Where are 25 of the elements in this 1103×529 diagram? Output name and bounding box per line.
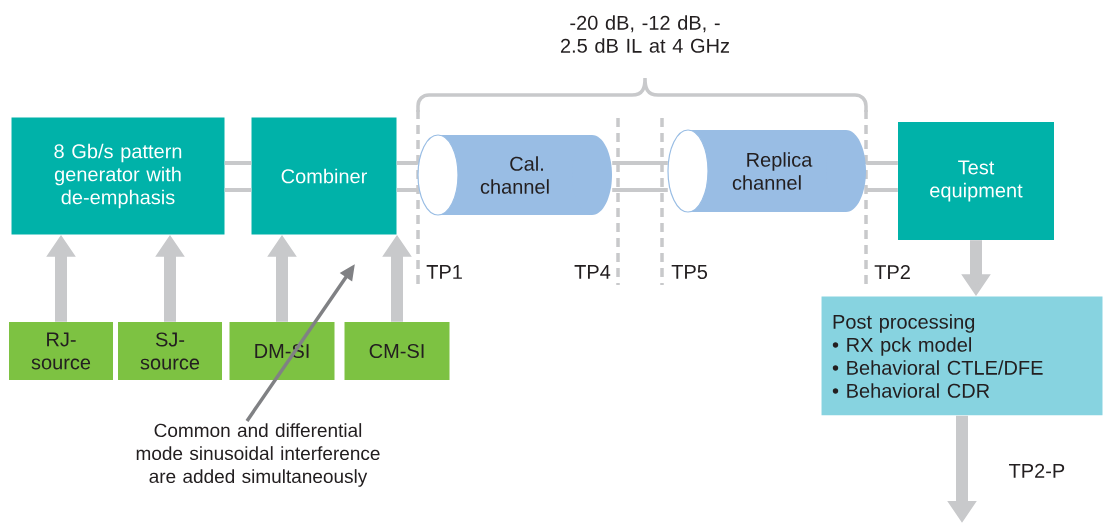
connection-line: [612, 188, 668, 192]
edge-label: TP2-P: [1009, 463, 1065, 478]
source-box: DM-SI: [229, 322, 335, 380]
test-point-label: TP2: [874, 265, 910, 279]
source-box: CM-SI: [344, 322, 450, 380]
connection-line: [224, 188, 252, 192]
combiner-box: Combiner: [251, 117, 397, 235]
source-box: SJ- source: [118, 322, 222, 380]
connection-line: [612, 161, 668, 165]
connection-line: [866, 161, 898, 165]
connection-line: [396, 161, 418, 165]
note-text: Common and differential mode sinusoidal interference are added simultaneously: [136, 423, 380, 487]
connection-line: [224, 161, 252, 165]
generator-box: 8 Gb/s pattern generator with de-emphasis: [11, 117, 225, 235]
test-point-label: TP4: [574, 265, 611, 279]
source-box: RJ- source: [9, 322, 113, 380]
test-point-label: TP5: [671, 265, 708, 279]
brace-label: -20 dB, -12 dB, -2.5 dB IL at 4 GHz: [560, 15, 730, 53]
processing-box: Post processing • RX pck model • Behavioral CTLE/DFE • Behavioral CDR: [821, 296, 1103, 416]
equipment-box: Test equipment: [898, 122, 1054, 240]
channel-cylinder: Replica channel: [667, 129, 866, 213]
connection-line: [866, 188, 898, 192]
test-point-label: TP1: [426, 265, 462, 279]
channel-cylinder: Cal. channel: [417, 134, 612, 216]
connection-line: [396, 188, 418, 192]
